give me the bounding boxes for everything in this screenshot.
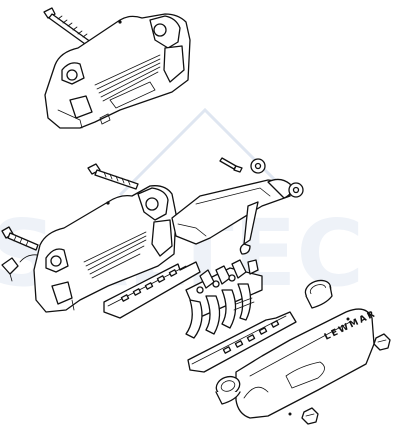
middle-clutch-body [33,185,177,313]
sleeve-lower [215,375,241,405]
rail-plate-left [103,261,201,319]
top-body-pin-dot [118,20,122,24]
middle-bolt [87,163,139,190]
sleeve-top [304,279,333,309]
washer-pin [219,157,304,198]
jaw-stack [185,259,263,339]
top-clutch-body [44,13,191,129]
middle-body-pin-dot [106,201,110,205]
rail-plate-lower [187,311,297,373]
right-cover: LEWMAR [235,308,378,419]
nut-bottom [301,407,319,425]
cover-dot [346,317,350,321]
cover-dot-lower [288,412,292,416]
nut-right [373,333,391,351]
cam-lever [171,178,292,255]
lower-left-bolt [1,226,39,251]
